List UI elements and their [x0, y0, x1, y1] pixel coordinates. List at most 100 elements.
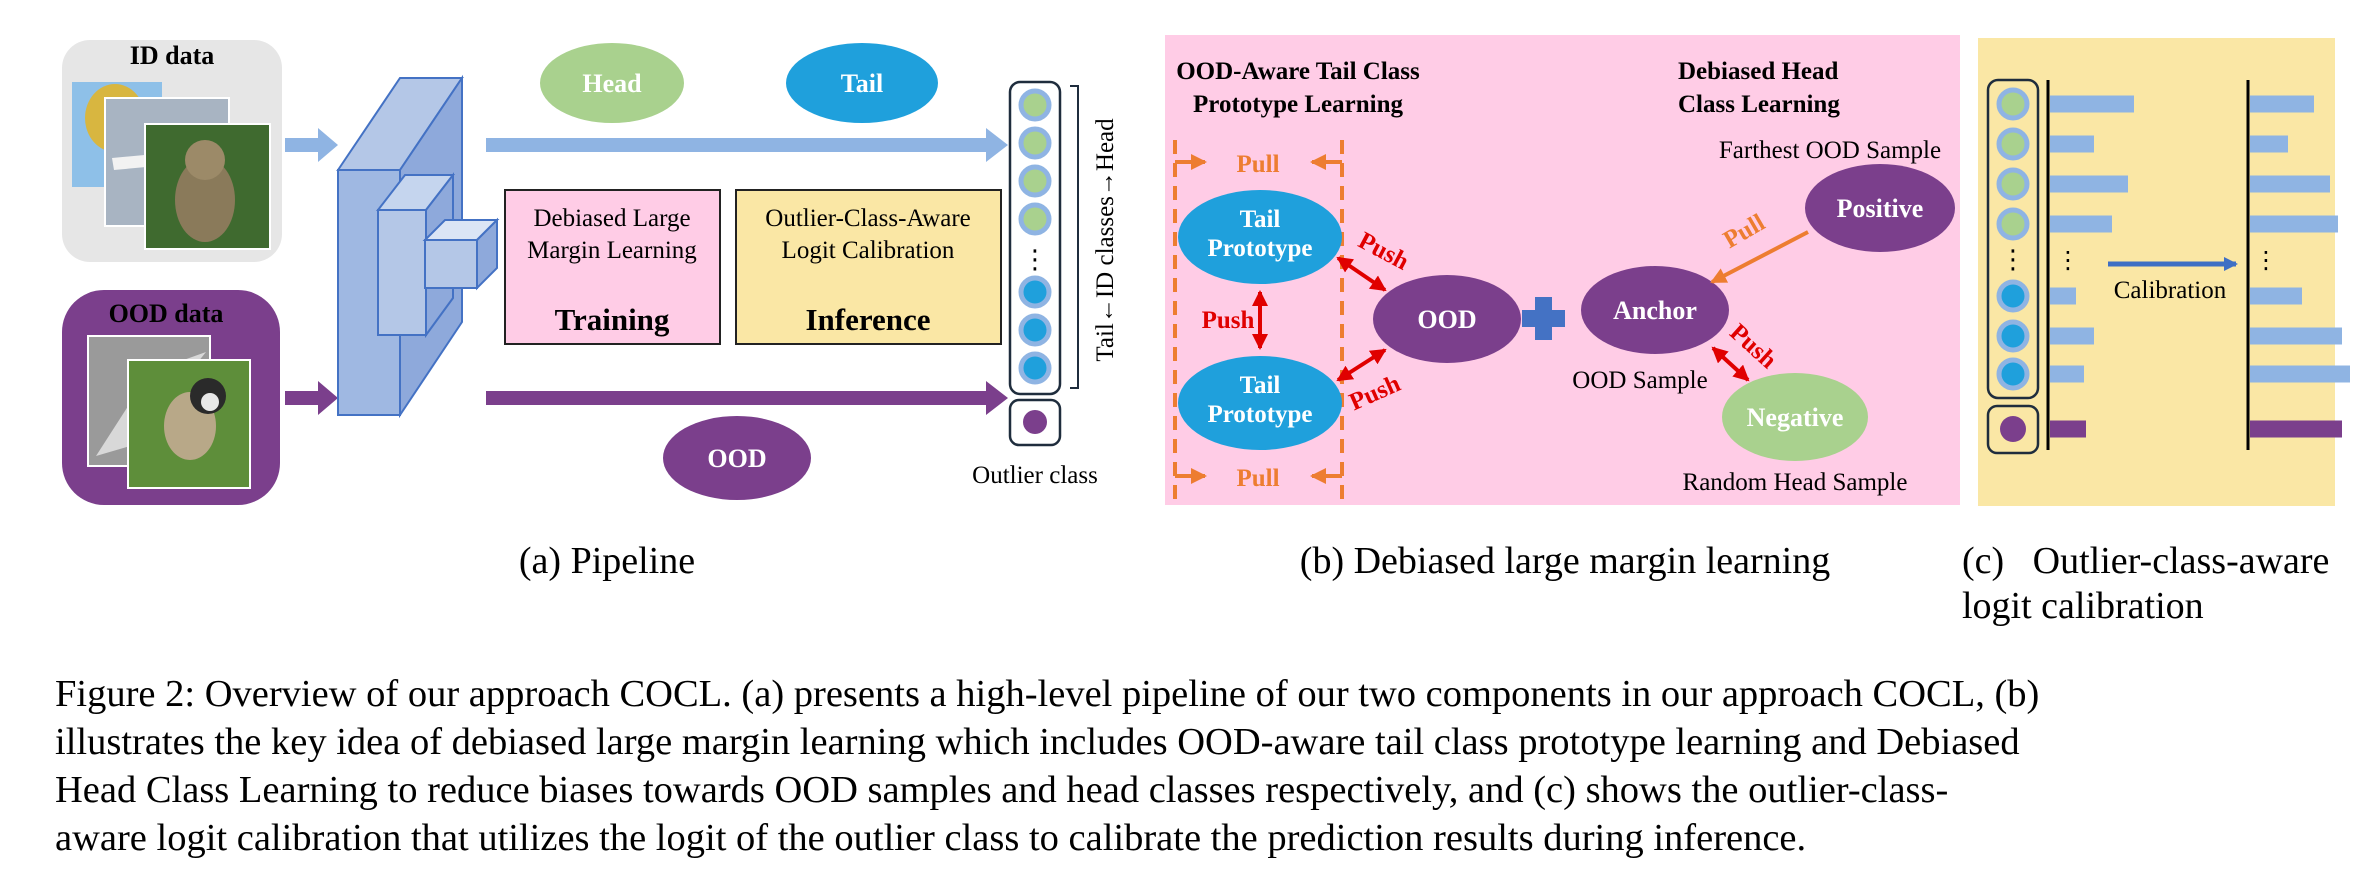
anchor-ellipse: [1581, 266, 1729, 354]
push-vertical-label: Push: [1202, 307, 1255, 334]
figure-caption-line2: illustrates the key idea of debiased lar…: [55, 721, 2020, 763]
head-class-title-line1: Debiased Head: [1678, 58, 1839, 85]
tail-prototype-top: [1178, 190, 1342, 284]
head-class-nodes: [1018, 88, 1052, 236]
tail-label: Tail: [841, 69, 883, 98]
figure-caption-line4: aware logit calibration that utilizes th…: [55, 817, 1807, 859]
logits-before-bars: [2050, 95, 2134, 438]
positive-label: Positive: [1837, 194, 1924, 223]
calib-caption-line1: (c) Outlier-class-aware: [1962, 540, 2329, 582]
ood-label: OOD: [707, 444, 766, 473]
calib-ellipsis: ⋮: [2000, 245, 2026, 275]
training-desc-line2: Margin Learning: [527, 237, 697, 264]
figure-caption-line3: Head Class Learning to reduce biases tow…: [55, 769, 1949, 811]
plus-icon: [1522, 297, 1565, 340]
inference-title: Inference: [805, 302, 930, 337]
logit-after-bar-7: [2250, 365, 2350, 383]
inference-desc-line2: Logit Calibration: [782, 237, 955, 264]
calib-outlier-box: [1986, 404, 2040, 455]
before-ellipsis: ⋮: [2056, 246, 2080, 274]
calib-class-column: [1986, 78, 2040, 400]
after-ellipsis: ⋮: [2254, 246, 2278, 274]
ood-ellipse: [663, 416, 811, 500]
calib-outlier-node: [2000, 416, 2026, 442]
negative-ellipse: [1722, 373, 1868, 461]
logit-after-bar-4: [2250, 215, 2338, 233]
calibration-panel: ⋮ ⋮ ⋮ Calibration (c) Outlier-class-awar…: [1962, 38, 2350, 627]
calib-tail-nodes: [1996, 279, 2030, 391]
logit-before-bar-2: [2050, 135, 2094, 153]
positive-ellipse: [1805, 164, 1955, 252]
head-ellipse: [540, 43, 684, 123]
logit-before-bar-6: [2050, 327, 2094, 345]
calibration-label: Calibration: [2114, 277, 2227, 304]
pull-top-label: Pull: [1236, 151, 1279, 178]
logit-after-bar-3: [2250, 175, 2330, 193]
tail-prototype-bottom: [1178, 356, 1342, 450]
figure-diagram: ID data OOD data: [62, 35, 2350, 627]
logit-after-bar-1: [2250, 95, 2314, 113]
push-arrow-upper: [1336, 256, 1387, 292]
id-data-label: ID data: [130, 41, 215, 70]
logit-before-bar-7: [2050, 365, 2084, 383]
ood-data-label: OOD data: [109, 299, 224, 328]
ood-sample-label: OOD Sample: [1572, 367, 1707, 394]
training-title: Training: [555, 302, 670, 337]
calib-caption-line2: logit calibration: [1962, 585, 2204, 627]
head-label: Head: [582, 69, 642, 98]
margin-caption: (b) Debiased large margin learning: [1300, 540, 1830, 582]
logit-after-bar-2: [2250, 135, 2288, 153]
logit-after-bar-8: [2250, 420, 2342, 438]
logit-after-bar-5: [2250, 287, 2302, 305]
random-head-label: Random Head Sample: [1683, 469, 1908, 496]
id-input-arrow: [285, 128, 338, 162]
logit-before-bar-5: [2050, 287, 2076, 305]
head-class-title-line2: Class Learning: [1678, 91, 1840, 118]
logit-after-bar-6: [2250, 327, 2342, 345]
figure-caption-line1: Figure 2: Overview of our approach COCL.…: [55, 673, 2040, 715]
tail-class-nodes: [1018, 275, 1052, 385]
training-desc-line1: Debiased Large: [533, 205, 690, 232]
anchor-label: Anchor: [1613, 296, 1697, 325]
inference-desc-line1: Outlier-Class-Aware: [765, 205, 970, 232]
margin-ood-label: OOD: [1417, 305, 1476, 334]
pipeline-caption: (a) Pipeline: [519, 540, 695, 582]
id-class-column: [1008, 80, 1062, 396]
farthest-ood-label: Farthest OOD Sample: [1719, 137, 1941, 164]
tail-prototype-top-line2: Prototype: [1207, 235, 1312, 262]
push-arrow-lower: [1336, 348, 1387, 382]
logit-before-bar-1: [2050, 95, 2134, 113]
tail-prototype-top-line1: Tail: [1240, 206, 1281, 233]
id-flow-arrow: [486, 128, 1008, 162]
ood-data-images: [87, 335, 251, 489]
margin-ood-ellipse: [1373, 275, 1521, 363]
logit-before-bar-3: [2050, 175, 2128, 193]
tail-prototype-bottom-line1: Tail: [1240, 372, 1281, 399]
tail-proto-title-line2: Prototype Learning: [1193, 91, 1403, 118]
logit-before-bar-4: [2050, 215, 2112, 233]
push-arrow-negative: [1711, 346, 1750, 382]
pipeline-panel: ID data OOD data: [62, 40, 1119, 582]
tail-ellipse: [786, 43, 938, 123]
margin-panel: OOD-Aware Tail Class Prototype Learning …: [1165, 35, 1960, 582]
id-data-images: [72, 82, 271, 250]
inference-box: [735, 189, 1002, 345]
id-classes-bracket: [1070, 85, 1079, 389]
ood-flow-arrow: [486, 381, 1008, 415]
tail-prototype-bottom-line2: Prototype: [1207, 401, 1312, 428]
tail-proto-title-line1: OOD-Aware Tail Class: [1176, 58, 1420, 85]
outlier-class-label: Outlier class: [972, 462, 1098, 489]
pull-arrow-positive: [1710, 230, 1809, 284]
logit-before-bar-8: [2050, 420, 2086, 438]
figure-caption: Figure 2: Overview of our approach COCL.…: [55, 670, 2355, 862]
calib-head-nodes: [1996, 87, 2030, 241]
network-block: [336, 74, 500, 419]
class-ellipsis: ⋮: [1022, 245, 1048, 275]
negative-label: Negative: [1747, 403, 1844, 432]
logits-after-bars: [2250, 95, 2350, 438]
pull-bottom-label: Pull: [1236, 465, 1279, 492]
outlier-class-node: [1023, 410, 1047, 434]
ood-input-arrow: [285, 381, 338, 415]
id-classes-label: Tail←ID classes→Head: [1092, 118, 1119, 362]
training-box: [504, 189, 721, 345]
